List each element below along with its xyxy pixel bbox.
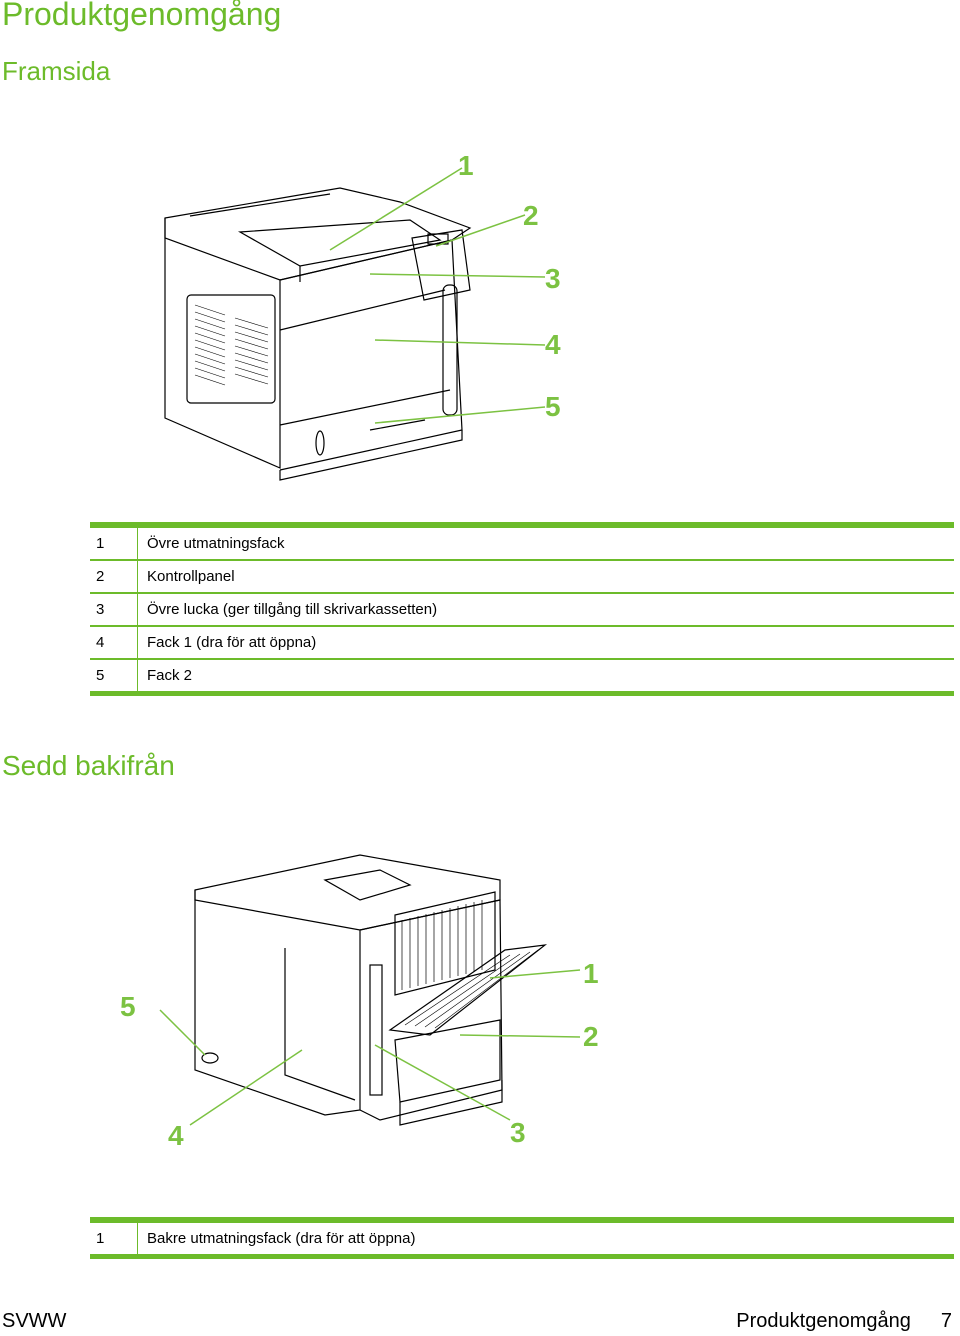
- table-row: 3 Övre lucka (ger tillgång till skrivark…: [90, 594, 954, 627]
- back-callout-2: 2: [583, 1021, 599, 1052]
- row-number: 1: [90, 1223, 138, 1254]
- row-label: Kontrollpanel: [147, 568, 235, 585]
- table-top-rule: [90, 522, 954, 528]
- footer-right: Produktgenomgång 7: [706, 1310, 952, 1333]
- back-callout-3: 3: [510, 1117, 526, 1148]
- row-number: 2: [90, 561, 138, 592]
- row-number: 1: [90, 528, 138, 559]
- table-row: 1 Övre utmatningsfack: [90, 528, 954, 561]
- table-row: 5 Fack 2: [90, 660, 954, 696]
- row-label: Bakre utmatningsfack (dra för att öppna): [147, 1230, 416, 1247]
- back-callout-5: 5: [120, 991, 136, 1022]
- table-row: 2 Kontrollpanel: [90, 561, 954, 594]
- table-row: 1 Bakre utmatningsfack (dra för att öppn…: [90, 1223, 954, 1259]
- front-callout-4: 4: [545, 329, 561, 360]
- table-top-rule: [90, 1217, 954, 1223]
- footer-title: Produktgenomgång: [736, 1310, 911, 1332]
- back-callout-1: 1: [583, 958, 599, 989]
- row-number: 3: [90, 594, 138, 625]
- front-callout-2: 2: [523, 200, 539, 231]
- front-callout-5: 5: [545, 391, 561, 422]
- front-printer-illustration: 1 2 3 4 5: [164, 150, 561, 481]
- row-label: Övre lucka (ger tillgång till skrivarkas…: [147, 601, 438, 618]
- table-row: 4 Fack 1 (dra för att öppna): [90, 627, 954, 660]
- row-label: Fack 2: [147, 667, 193, 684]
- front-callout-1: 1: [458, 150, 474, 181]
- footer-left: SVWW: [2, 1310, 67, 1332]
- front-heading: Framsida: [2, 56, 111, 86]
- back-parts-table: 1 Bakre utmatningsfack (dra för att öppn…: [90, 1217, 954, 1259]
- row-number: 4: [90, 627, 138, 658]
- page-number: 7: [940, 1310, 952, 1332]
- row-label: Fack 1 (dra för att öppna): [147, 634, 317, 651]
- front-parts-table: 1 Övre utmatningsfack 2 Kontrollpanel 3 …: [90, 522, 954, 696]
- row-number: 5: [90, 660, 138, 691]
- front-callout-3: 3: [545, 263, 561, 294]
- back-heading: Sedd bakifrån: [2, 750, 175, 781]
- row-label: Övre utmatningsfack: [147, 535, 285, 552]
- back-printer-illustration: 1 2 3 4 5: [120, 854, 599, 1151]
- page-title: Produktgenomgång: [2, 0, 282, 32]
- back-callout-4: 4: [168, 1120, 184, 1151]
